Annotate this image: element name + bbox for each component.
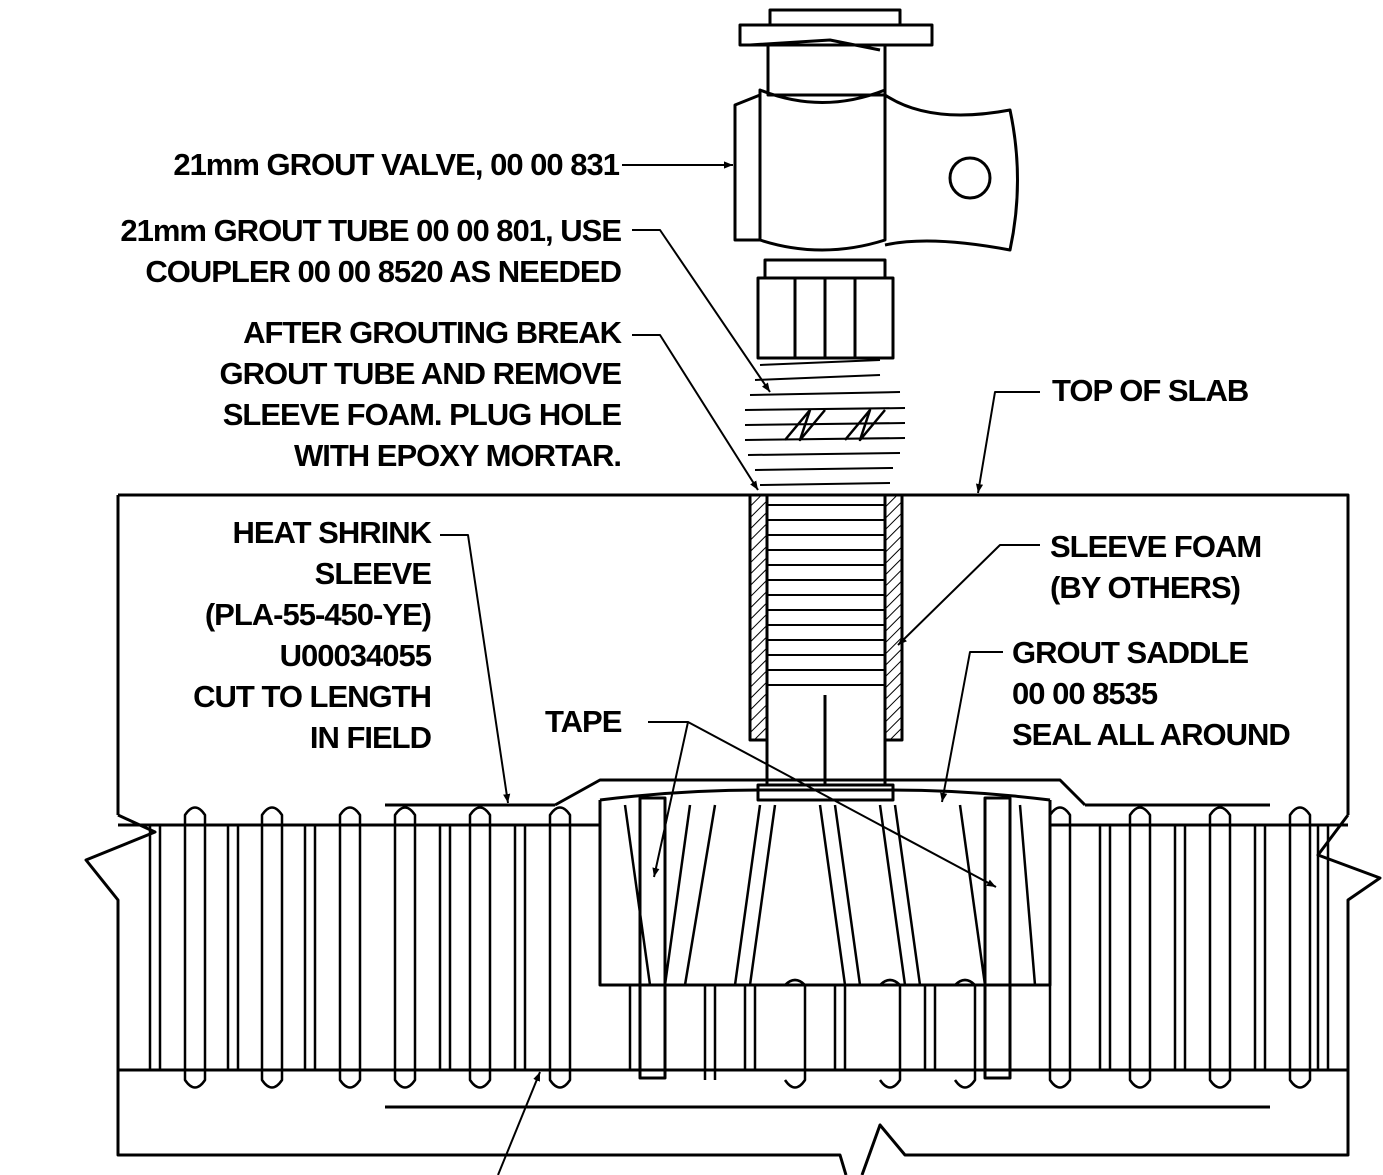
label-after-grouting: AFTER GROUTING BREAK GROUT TUBE AND REMO… (219, 315, 622, 473)
label-heat-shrink-sleeve: HEAT SHRINK SLEEVE (PLA-55-450-YE) U0003… (193, 515, 432, 755)
coupler (756, 258, 895, 360)
label-grout-saddle: GROUT SADDLE 00 00 8535 SEAL ALL AROUND (1012, 635, 1291, 752)
tape-band-left (638, 796, 667, 1080)
leader-lines (440, 161, 1040, 1175)
grout-valve (733, 8, 1019, 252)
label-grout-valve: 21mm GROUT VALVE, 00 00 831 (173, 147, 620, 182)
label-sleeve-foam: SLEEVE FOAM (BY OTHERS) (1050, 529, 1262, 605)
label-top-of-slab: TOP OF SLAB (1052, 373, 1249, 408)
grout-saddle (598, 788, 1052, 987)
label-grout-tube: 21mm GROUT TUBE 00 00 801, USE COUPLER 0… (120, 213, 622, 289)
tendon-duct (118, 803, 1348, 1109)
tape-band-right (983, 796, 1012, 1080)
label-tape: TAPE (545, 704, 622, 739)
heat-shrink-sleeve (554, 778, 1087, 807)
grout-tube (744, 359, 906, 802)
